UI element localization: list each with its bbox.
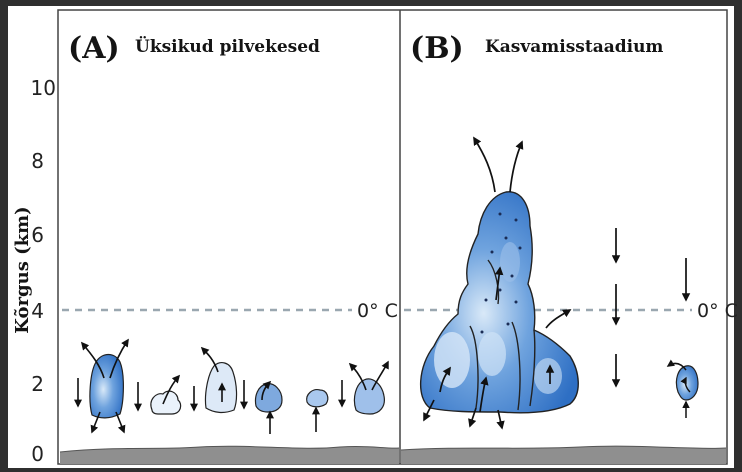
cloud-a1 (90, 355, 123, 418)
panel-a-letter: (A) (68, 31, 120, 66)
cloud-a5 (307, 390, 328, 407)
y-tick-10: 10 (31, 76, 56, 100)
panel-a-title: Üksikud pilvekesed (135, 36, 320, 57)
isotherm-label-a: 0° C (357, 300, 398, 322)
ground-b (401, 446, 726, 464)
y-tick-4: 4 (31, 299, 44, 323)
cloud-a4 (255, 384, 282, 412)
y-tick-2: 2 (31, 372, 44, 396)
y-tick-0: 0 (31, 442, 44, 466)
y-tick-6: 6 (31, 223, 44, 247)
y-tick-8: 8 (31, 149, 44, 173)
panel-b-letter: (B) (410, 31, 464, 66)
y-axis-label: Kõrgus (km) (12, 206, 33, 333)
cloud-b-small (676, 366, 698, 400)
isotherm-label-b: 0° C (697, 300, 738, 322)
panel-b-title: Kasvamisstaadium (485, 37, 663, 57)
